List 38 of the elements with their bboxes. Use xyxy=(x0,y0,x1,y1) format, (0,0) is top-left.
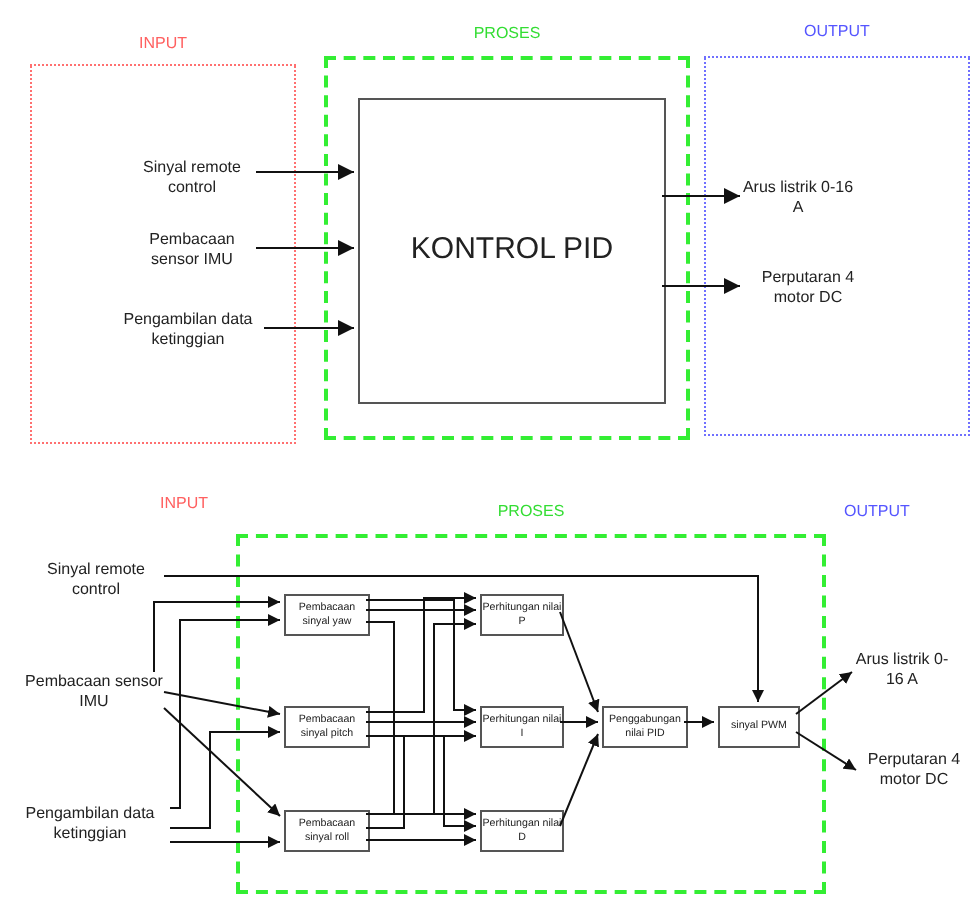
section-heading: OUTPUT xyxy=(844,502,910,520)
arrow xyxy=(795,731,857,771)
node-label: Arus listrik 0-16 A xyxy=(853,650,951,690)
node-label: Pengambilan data ketinggian xyxy=(121,310,255,350)
node-label: Perputaran 4 motor DC xyxy=(865,750,963,790)
arrow xyxy=(683,716,715,728)
arrow xyxy=(365,834,477,846)
arrow xyxy=(169,614,281,809)
section-heading: PROSES xyxy=(471,24,543,42)
arrow xyxy=(169,726,281,829)
node-label: Sinyal remote control xyxy=(45,560,147,600)
arrow xyxy=(163,691,281,718)
node-label: Sinyal remote control xyxy=(141,158,243,198)
section-heading: INPUT xyxy=(137,34,189,52)
node-label: Perputaran 4 motor DC xyxy=(759,268,857,308)
arrow xyxy=(795,671,853,715)
arrow xyxy=(559,716,599,728)
arrow xyxy=(169,836,281,848)
arrow xyxy=(559,733,599,827)
process-box: KONTROL PID xyxy=(358,98,666,404)
arrow xyxy=(255,164,355,180)
arrow xyxy=(255,240,355,256)
arrow xyxy=(661,278,741,294)
node-label: Arus listrik 0-16 A xyxy=(742,178,854,218)
node-label: Pembacaan sensor IMU xyxy=(24,672,164,712)
arrow xyxy=(661,188,741,204)
arrow xyxy=(365,604,477,616)
arrow xyxy=(153,596,281,673)
section-heading: PROSES xyxy=(495,502,567,520)
arrow xyxy=(163,575,764,703)
arrow xyxy=(263,320,355,336)
section-heading: OUTPUT xyxy=(802,22,872,40)
node-label: Pengambilan data ketinggian xyxy=(23,804,157,844)
arrow xyxy=(163,707,281,817)
arrow xyxy=(559,611,600,713)
node-label: Pembacaan sensor IMU xyxy=(147,230,237,270)
arrow xyxy=(365,716,477,728)
section-heading: INPUT xyxy=(160,494,208,512)
